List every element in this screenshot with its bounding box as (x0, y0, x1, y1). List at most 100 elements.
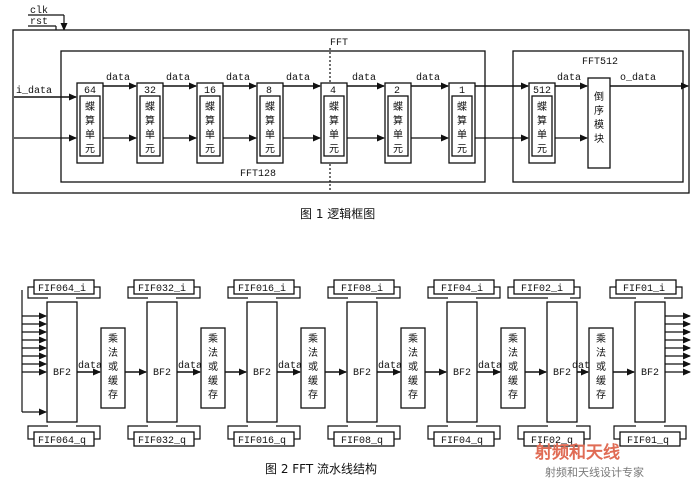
figure-1-caption: 图 1 逻辑框图 (300, 207, 375, 221)
bf2-1 (634, 301, 666, 423)
rst-label: rst (30, 17, 48, 28)
butterfly-char: 单 (457, 129, 467, 141)
butterfly-char: 蝶 (265, 100, 275, 113)
mult-char: 乘 (208, 333, 218, 345)
data-label: data (226, 72, 250, 84)
mult-buffer-5: 乘 法 或 缓 存 (500, 327, 526, 409)
stage-64-butterfly (79, 95, 101, 157)
stage-16-number: 16 (204, 86, 216, 97)
fifo-1-i-loop (664, 286, 683, 299)
fifo-2-i-label: FIF02_i (521, 283, 563, 295)
butterfly-char: 蝶 (329, 100, 339, 113)
data-label: data (166, 72, 190, 84)
butterfly-char: 元 (265, 144, 275, 155)
butterfly-char: 单 (329, 129, 339, 141)
fifo-4-q-loop (427, 425, 448, 440)
figure-2-caption: 图 2 FFT 流水线结构 (265, 461, 377, 476)
fifo-8-q-label: FIF08_q (341, 436, 383, 447)
data-label: data (106, 72, 130, 84)
fifo-16-i-loop (276, 286, 301, 299)
bf2-label: BF2 (53, 368, 71, 379)
bf2-label: BF2 (453, 368, 471, 379)
fifo-32-q-loop (127, 425, 148, 440)
mult-buffer-2: 乘 法 或 缓 存 (200, 327, 226, 409)
watermark: 射频和天线 射频和天线设计专家 (534, 442, 644, 479)
butterfly-char: 算 (329, 114, 339, 127)
mult-char: 法 (108, 346, 118, 359)
bf2-label: BF2 (253, 368, 271, 379)
stage-4: 4 蝶 算 单 元 (320, 82, 348, 164)
mult-char: 存 (596, 388, 606, 401)
stage-16-butterfly (199, 95, 221, 157)
watermark-main-text: 射频和天线 (534, 442, 620, 463)
data-label: data (478, 360, 502, 372)
fifo-4-i-label: FIF04_i (441, 283, 483, 295)
fifo-32-i-loop (176, 286, 201, 299)
fifo-64-i-label: FIF064_i (38, 283, 86, 295)
butterfly-char: 算 (85, 114, 95, 127)
bf2-label: BF2 (153, 368, 171, 379)
pipeline-stage-4: FIF04_i BF2 FIF04_q (427, 279, 501, 447)
i-data-label: i_data (16, 85, 52, 97)
fifo-2-q-label: FIF02_q (531, 436, 573, 447)
mult-buffer-box (500, 327, 526, 409)
butterfly-char: 元 (329, 144, 339, 155)
pipeline-stage-1: FIF01_i BF2 FIF01_q (609, 279, 687, 447)
butterfly-char: 蝶 (393, 100, 403, 113)
stage-16: 16 蝶 算 单 元 (196, 82, 224, 164)
butterfly-char: 单 (265, 129, 275, 141)
reorder-char: 倒 (594, 91, 604, 103)
fifo-1-i-loop (609, 286, 636, 299)
stage-32-number: 32 (144, 86, 156, 97)
reorder-char: 模 (594, 119, 604, 131)
pipeline-stage-8: FIF08_i BF2 FIF08_q (327, 279, 401, 447)
mult-buffer-4: 乘 法 或 缓 存 (400, 327, 426, 409)
mult-char: 缓 (596, 374, 606, 387)
watermark-sub-text: 射频和天线设计专家 (545, 465, 644, 479)
fifo-64-i-loop (27, 286, 48, 299)
mult-char: 或 (108, 361, 118, 373)
fft512-label: FFT512 (582, 57, 618, 68)
mult-char: 存 (208, 388, 218, 401)
stage-8-number: 8 (266, 86, 272, 97)
data-label: data (557, 72, 581, 84)
stage-32: 32 蝶 算 单 元 (136, 82, 164, 164)
mult-char: 或 (408, 361, 418, 373)
stage-32-butterfly (139, 95, 161, 157)
stage-8-butterfly (259, 95, 281, 157)
stage-4-butterfly (323, 95, 345, 157)
butterfly-char: 蝶 (457, 100, 467, 113)
butterfly-char: 元 (393, 144, 403, 155)
stage-2: 2 蝶 算 单 元 (384, 82, 412, 164)
fifo-8-i-loop (376, 286, 401, 299)
butterfly-char: 单 (537, 129, 547, 141)
butterfly-char: 算 (537, 114, 547, 127)
mult-buffer-3: 乘 法 或 缓 存 (300, 327, 326, 409)
pipeline-stage-2: FIF02_i BF2 FIF02_q (507, 279, 591, 447)
stage-64-number: 64 (84, 86, 96, 97)
reorder-char: 序 (594, 104, 604, 117)
mult-buffer-box (588, 327, 614, 409)
mult-buffer-box (300, 327, 326, 409)
mult-char: 乘 (508, 333, 518, 345)
data-label: data (352, 72, 376, 84)
bf2-label: BF2 (553, 368, 571, 379)
pipeline-stage-32: FIF032_i BF2 FIF032_q (127, 279, 201, 447)
butterfly-char: 单 (85, 129, 95, 141)
bf2-16 (246, 301, 278, 423)
mult-char: 法 (408, 346, 418, 359)
butterfly-char: 元 (537, 144, 547, 155)
mult-char: 法 (308, 346, 318, 359)
mult-char: 或 (208, 361, 218, 373)
mult-char: 法 (508, 346, 518, 359)
stage-512-butterfly (531, 95, 553, 157)
fft-outer-label: FFT (330, 38, 348, 49)
butterfly-char: 蝶 (205, 100, 215, 113)
fifo-2-q-loop (517, 425, 548, 440)
fifo-4-i-loop (476, 286, 501, 299)
mult-buffer-box (200, 327, 226, 409)
bf2-64 (46, 301, 78, 423)
fifo-4-i-loop (427, 286, 448, 299)
fifo-32-i-label: FIF032_i (138, 283, 186, 295)
